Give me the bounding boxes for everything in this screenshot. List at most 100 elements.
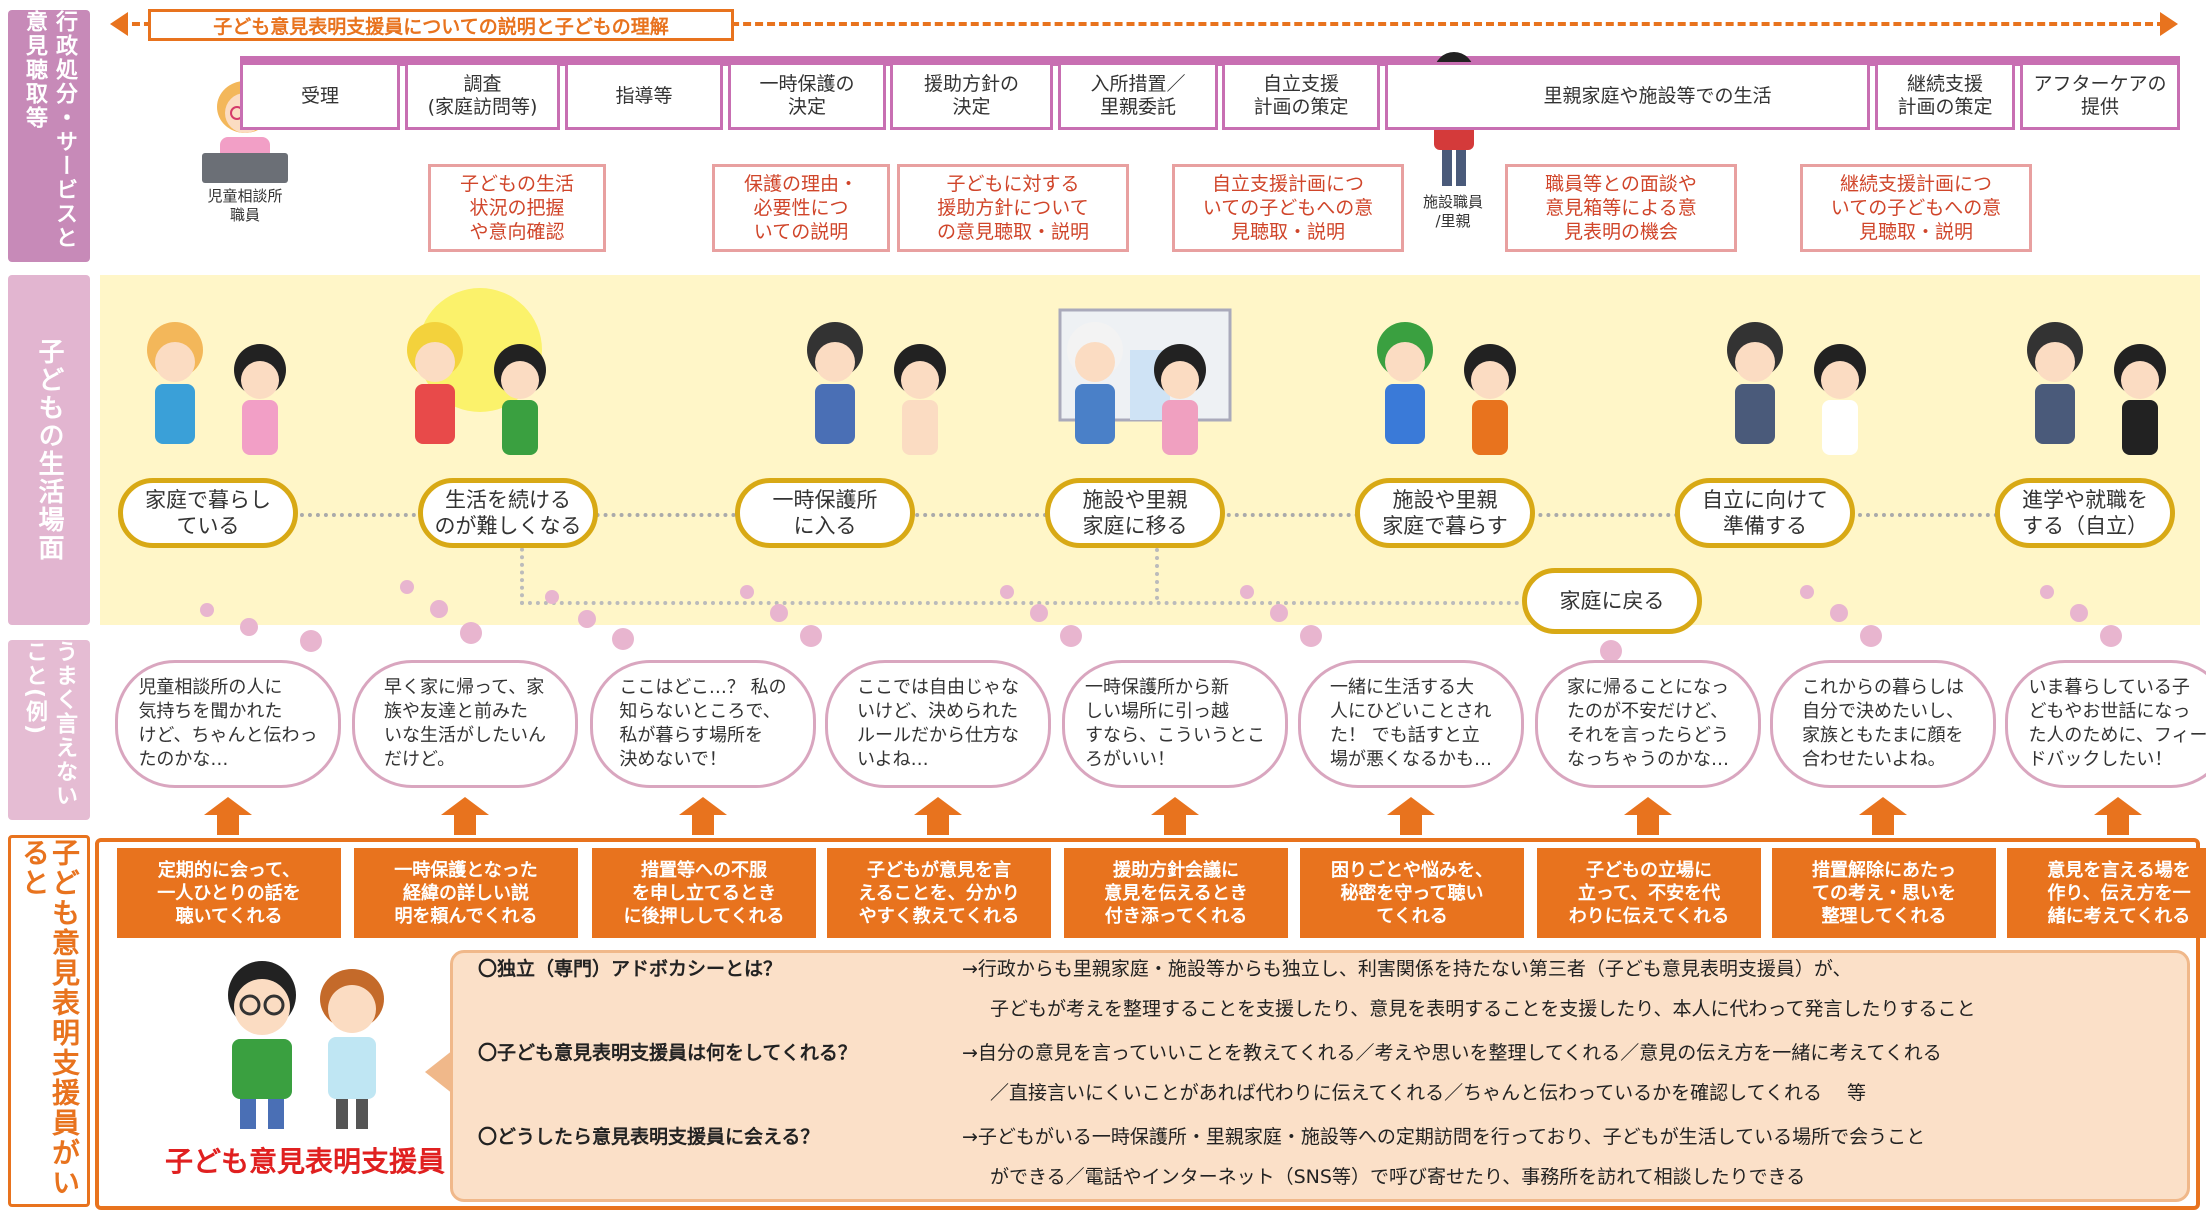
voice-bubble-4: ここでは自由じゃな いけど、決められた ルールだから仕方な いよね… xyxy=(825,660,1051,788)
thought-dot-7 xyxy=(545,590,559,604)
up-arrow-icon-1 xyxy=(204,797,252,815)
up-arrow-icon-8 xyxy=(1859,797,1907,815)
return-flow-line xyxy=(520,540,1520,605)
stage-5: 援助方針の 決定 xyxy=(890,62,1053,130)
up-arrow-icon-5 xyxy=(1151,797,1199,815)
life-pill-3: 一時保護所 に入る xyxy=(735,478,915,548)
voice-bubble-9: いま暮らしている子 どもやお世話になっ た人のために、フィー ドバックしたい！ xyxy=(2005,660,2206,788)
thought-dot-24 xyxy=(2070,604,2088,622)
support-box-2: 一時保護となった 経緯の詳しい説 明を頼んでくれる xyxy=(354,848,578,938)
thought-dot-25 xyxy=(2100,625,2122,647)
thought-dot-4 xyxy=(400,580,414,594)
scene-illustration-5 xyxy=(1350,280,1550,470)
supporter-title: 子ども意見表明支援員 xyxy=(164,1145,445,1178)
return-flow-line-2 xyxy=(1155,540,1159,600)
life-pill-2: 生活を続ける のが難しくなる xyxy=(418,478,598,548)
thought-dot-14 xyxy=(1030,604,1048,622)
sidebar-admin: 行政処分・サービスと意見聴取等 xyxy=(8,10,90,262)
counselor-label: 児童相談所 職員 xyxy=(207,187,283,224)
voice-bubble-2: 早く家に帰って、家 族や友達と前みた いな生活がしたいん だけど。 xyxy=(352,660,578,788)
thought-dot-12 xyxy=(800,625,822,647)
scene-icon-5 xyxy=(1377,322,1516,455)
stage-1: 受理 xyxy=(240,62,400,130)
voice-bubble-1: 児童相談所の人に 気持ちを聞かれた けど、ちゃんと伝わっ たのかな… xyxy=(115,660,341,788)
thought-dot-8 xyxy=(578,610,596,628)
sidebar-life-label: 子どもの生活場面 xyxy=(34,338,64,562)
thought-dot-5 xyxy=(430,600,448,618)
arrow-right-icon xyxy=(2160,12,2178,36)
life-pill-6: 自立に向けて 準備する xyxy=(1675,478,1855,548)
stage-4: 一時保護の 決定 xyxy=(728,62,886,130)
staff-label: 施設職員 /里親 xyxy=(1422,193,1483,230)
thought-dot-10 xyxy=(740,585,754,599)
thought-dot-16 xyxy=(1240,585,1254,599)
stage-9: 継続支援 計画の策定 xyxy=(1875,62,2015,130)
thought-dot-23 xyxy=(2040,585,2054,599)
stage-7: 自立支援 計画の策定 xyxy=(1222,62,1380,130)
supporter-icon xyxy=(228,961,384,1129)
support-box-7: 子どもの立場に 立って、不安を代 わりに伝えてくれる xyxy=(1537,848,1761,938)
info-a1b: 子どもが考えを整理することを支援したり、意見を表明することを支援したり、本人に代… xyxy=(990,998,1976,1020)
stage-10: アフターケアの 提供 xyxy=(2020,62,2180,130)
up-arrow-icon-7 xyxy=(1624,797,1672,815)
scene-icon-3 xyxy=(807,322,946,455)
up-arrow-stem-1 xyxy=(217,815,239,835)
thought-dot-6 xyxy=(460,622,482,644)
thought-dot-18 xyxy=(1300,625,1322,647)
up-arrow-icon-3 xyxy=(679,797,727,815)
info-a2b: ／直接言いにくいことがあれば代わりに伝えてくれる／ちゃんと伝わっているかを確認し… xyxy=(990,1082,1867,1104)
stage-6: 入所措置／ 里親委託 xyxy=(1058,62,1218,130)
up-arrow-stem-5 xyxy=(1164,815,1186,835)
support-box-6: 困りごとや悩みを、 秘密を守って聴い てくれる xyxy=(1300,848,1524,938)
up-arrow-icon-4 xyxy=(914,797,962,815)
support-box-5: 援助方針会議に 意見を伝えるとき 付き添ってくれる xyxy=(1064,848,1288,938)
supporter-illustration xyxy=(190,955,430,1130)
up-arrow-stem-3 xyxy=(692,815,714,835)
voice-bubble-3: ここはどこ…？ 私の 知らないところで、 私が暮らす場所を 決めないで！ xyxy=(590,660,816,788)
thought-dot-11 xyxy=(770,604,788,622)
scene-icon-7 xyxy=(2027,322,2166,455)
support-box-4: 子どもが意見を言 えることを、分かり やすく教えてくれる xyxy=(827,848,1051,938)
info-a2a: →自分の意見を言っていいことを教えてくれる／考えや思いを整理してくれる／意見の伝… xyxy=(962,1042,1942,1064)
sidebar-admin-label: 行政処分・サービスと意見聴取等 xyxy=(22,10,77,250)
sidebar-voice: うまく言えないこと(例) xyxy=(8,640,90,820)
arrow-left-icon xyxy=(110,12,128,36)
info-q1: 〇独立（専門）アドボカシーとは？ xyxy=(478,958,783,980)
voice-bubble-8: これからの暮らしは 自分で決めたいし、 家族ともたまに顔を 合わせたいよね。 xyxy=(1770,660,1996,788)
info-a1a: →行政からも里親家庭・施設等からも独立し、利害関係を持たない第三者（子ども意見表… xyxy=(962,958,1852,980)
timeline-arrow-line xyxy=(120,22,2165,26)
info-box xyxy=(450,950,2190,1202)
hearing-4: 自立支援計画につ いての子どもへの意 見聴取・説明 xyxy=(1172,164,1404,252)
up-arrow-icon-9 xyxy=(2094,797,2142,815)
thought-dot-15 xyxy=(1060,625,1082,647)
scene-illustration-2 xyxy=(380,280,580,470)
thought-dot-21 xyxy=(1830,604,1848,622)
life-pill-4: 施設や里親 家庭に移る xyxy=(1045,478,1225,548)
thought-dot-13 xyxy=(1000,585,1014,599)
voice-bubble-5: 一時保護所から新 しい場所に引っ越 すなら、こういうとこ ろがいい！ xyxy=(1062,660,1288,788)
up-arrow-stem-4 xyxy=(927,815,949,835)
thought-dot-9 xyxy=(612,628,634,650)
sidebar-life: 子どもの生活場面 xyxy=(8,275,90,625)
life-pill-5: 施設や里親 家庭で暮らす xyxy=(1355,478,1535,548)
support-box-1: 定期的に会って、 一人ひとりの話を 聴いてくれる xyxy=(117,848,341,938)
stage-bar xyxy=(240,56,2180,66)
hearing-6: 継続支援計画につ いての子どもへの意 見聴取・説明 xyxy=(1800,164,2032,252)
scene-icon-4 xyxy=(1058,308,1232,455)
scene-illustration-7 xyxy=(2000,280,2200,470)
info-a3b: ができる／電話やインターネット（SNS等）で呼び寄せたり、事務所を訪れて相談した… xyxy=(990,1166,1806,1188)
info-q3: 〇どうしたら意見表明支援員に会える？ xyxy=(478,1126,820,1148)
scene-illustration-3 xyxy=(780,280,980,470)
thought-dot-2 xyxy=(240,618,258,636)
return-home-pill: 家庭に戻る xyxy=(1522,568,1702,634)
support-box-9: 意見を言える場を 作り、伝え方を一 緒に考えてくれる xyxy=(2007,848,2206,938)
sidebar-voice-label: うまく言えないこと(例) xyxy=(22,640,77,808)
support-box-8: 措置解除にあたっ ての考え・思いを 整理してくれる xyxy=(1772,848,1996,938)
up-arrow-icon-2 xyxy=(441,797,489,815)
scene-icon-6 xyxy=(1727,322,1866,455)
thought-dot-1 xyxy=(200,603,214,617)
info-a3a: →子どもがいる一時保護所・里親家庭・施設等への定期訪問を行っており、子どもが生活… xyxy=(962,1126,1926,1148)
header-banner: 子ども意見表明支援員についての説明と子どもの理解 xyxy=(148,9,734,41)
up-arrow-stem-2 xyxy=(454,815,476,835)
thought-dot-19 xyxy=(1600,640,1622,662)
